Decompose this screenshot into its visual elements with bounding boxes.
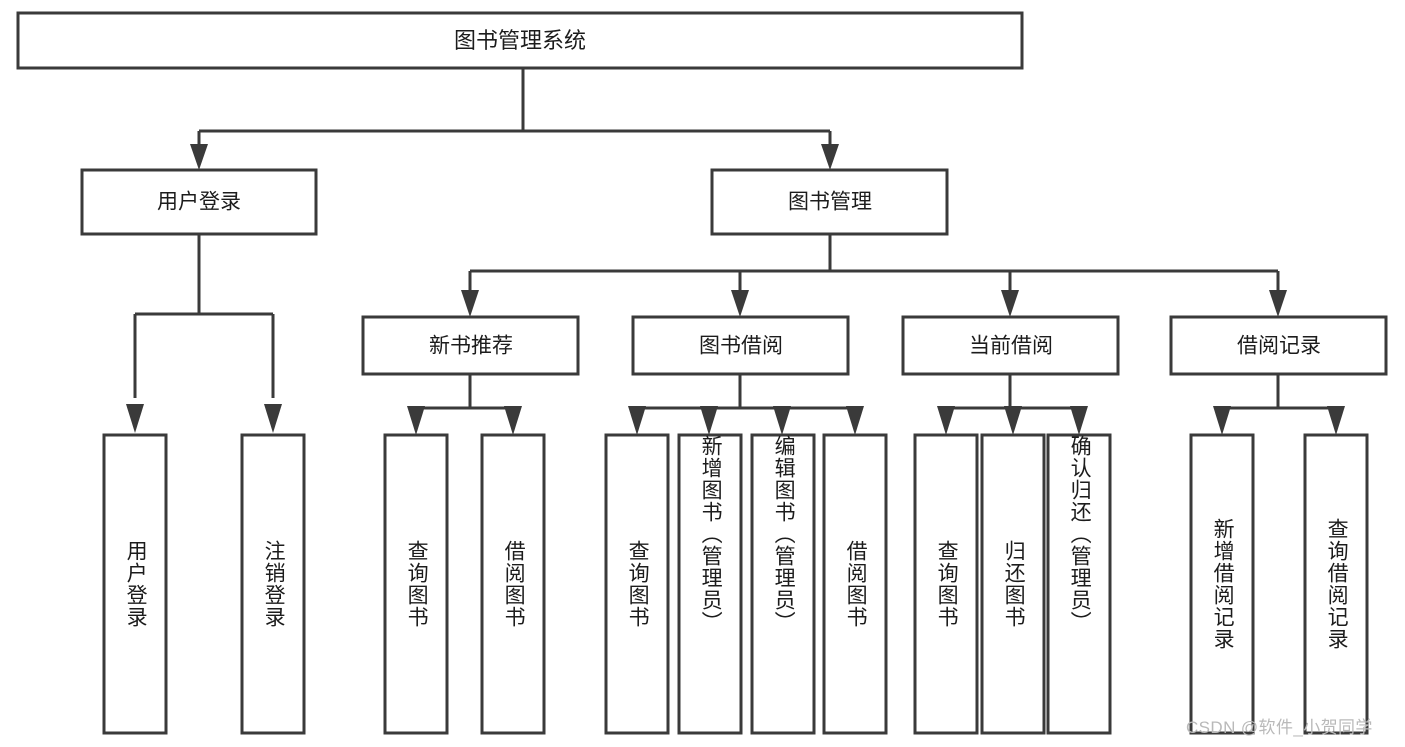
arrow-record-leaf-2 xyxy=(1327,406,1345,435)
node-book-borrow-label: 图书借阅 xyxy=(699,335,783,358)
node-user-login-box[interactable] xyxy=(80,168,318,236)
connector-group-root xyxy=(190,68,839,170)
arrow-userlogin-leaf-2 xyxy=(264,404,282,433)
leaf-box-book-borrow-4[interactable] xyxy=(822,433,888,735)
node-book-management[interactable]: 图书管理 xyxy=(710,168,949,236)
node-borrow-record[interactable]: 借阅记录 xyxy=(1169,315,1388,376)
node-current-borrow-box[interactable] xyxy=(901,315,1120,376)
connector-group-bookmgmt xyxy=(461,234,1287,317)
leaf-box-borrow-record-2[interactable] xyxy=(1303,433,1369,735)
node-root-box[interactable] xyxy=(16,11,1024,70)
watermark-text: CSDN @软件_小贺同学 xyxy=(1186,718,1373,737)
node-book-management-box[interactable] xyxy=(710,168,949,236)
node-new-book-recommend[interactable]: 新书推荐 xyxy=(361,315,580,376)
node-new-book-recommend-box[interactable] xyxy=(361,315,580,376)
node-borrow-record-label: 借阅记录 xyxy=(1237,335,1321,358)
node-new-book-recommend-label: 新书推荐 xyxy=(429,335,513,358)
arrow-newbook-leaf-2 xyxy=(504,406,522,435)
leaf-box-new-book-2[interactable] xyxy=(480,433,546,735)
connector-group-current xyxy=(937,374,1088,435)
connector-group-record xyxy=(1213,374,1345,435)
node-borrow-record-box[interactable] xyxy=(1169,315,1388,376)
arrow-newbook-leaf-1 xyxy=(407,406,425,435)
arrow-current-leaf-2 xyxy=(1004,406,1022,435)
node-current-borrow[interactable]: 当前借阅 xyxy=(901,315,1120,376)
arrow-borrow-leaf-2 xyxy=(700,406,718,435)
leaf-box-book-borrow-1[interactable] xyxy=(604,433,670,735)
leaf-box-current-borrow-2[interactable] xyxy=(980,433,1046,735)
node-current-borrow-label: 当前借阅 xyxy=(969,335,1053,358)
node-root-label: 图书管理系统 xyxy=(454,28,586,53)
leaf-box-book-borrow-2[interactable] xyxy=(677,433,743,735)
node-book-borrow[interactable]: 图书借阅 xyxy=(631,315,850,376)
arrow-borrow-leaf-3 xyxy=(773,406,791,435)
node-user-login[interactable]: 用户登录 xyxy=(80,168,318,236)
arrow-bookmgmt-child-2 xyxy=(731,290,749,317)
arrow-bookmgmt-child-3 xyxy=(1001,290,1019,317)
arrow-bookmgmt-child-1 xyxy=(461,290,479,317)
arrow-bookmgmt-child-4 xyxy=(1269,290,1287,317)
leaf-box-current-borrow-3[interactable] xyxy=(1046,433,1112,735)
node-root[interactable]: 图书管理系统 xyxy=(16,11,1024,70)
arrow-userlogin-leaf-1 xyxy=(126,404,144,433)
leaf-box-borrow-record-1[interactable] xyxy=(1189,433,1255,735)
arrow-borrow-leaf-4 xyxy=(846,406,864,435)
connector-group-newbook xyxy=(407,374,522,435)
arrow-current-leaf-1 xyxy=(937,406,955,435)
leaf-box-book-borrow-3[interactable] xyxy=(750,433,816,735)
connector-group-borrow xyxy=(628,374,864,435)
arrow-root-to-userlogin xyxy=(190,144,208,170)
arrow-current-leaf-3 xyxy=(1070,406,1088,435)
node-book-management-label: 图书管理 xyxy=(788,191,872,214)
arrow-borrow-leaf-1 xyxy=(628,406,646,435)
arrow-root-to-bookmgmt xyxy=(821,144,839,170)
connector-group-userlogin xyxy=(126,234,282,433)
leaf-box-user-login-1[interactable] xyxy=(102,433,168,735)
leaf-box-new-book-1[interactable] xyxy=(383,433,449,735)
node-user-login-label: 用户登录 xyxy=(157,191,241,214)
leaf-box-current-borrow-1[interactable] xyxy=(913,433,979,735)
node-book-borrow-box[interactable] xyxy=(631,315,850,376)
arrow-record-leaf-1 xyxy=(1213,406,1231,435)
leaf-box-user-login-2[interactable] xyxy=(240,433,306,735)
